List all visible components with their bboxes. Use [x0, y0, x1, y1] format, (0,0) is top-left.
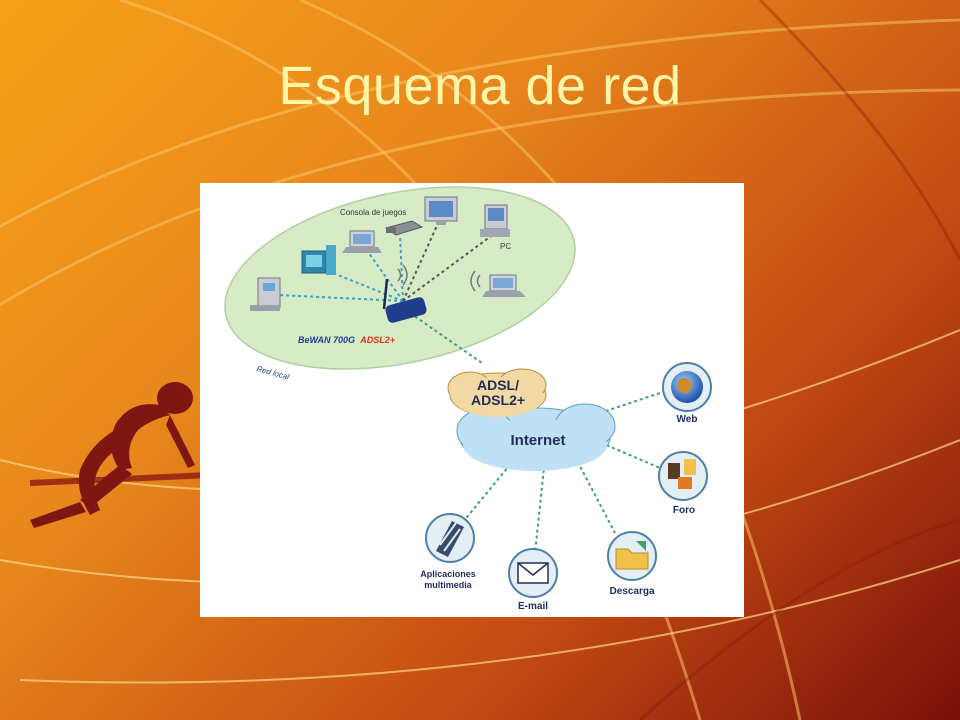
- sprinter-silhouette-icon: [30, 382, 210, 528]
- email-envelope-icon: [508, 548, 558, 598]
- multimedia-label-line1: Aplicaciones: [420, 569, 476, 579]
- pc-tower-icon: [480, 204, 510, 237]
- laptop-icon: [342, 230, 382, 253]
- desktop-computer-icon: [301, 245, 336, 275]
- forum-icon: [658, 451, 708, 501]
- email-label: E-mail: [518, 601, 548, 612]
- adsl-label-line1: ADSL/: [477, 377, 519, 393]
- lan-label: Red local: [255, 364, 290, 381]
- slide-title: Esquema de red: [278, 56, 682, 116]
- multimedia-label-line2: multimedia: [424, 580, 473, 590]
- adsl-label-line2: ADSL2+: [471, 392, 525, 408]
- web-label: Web: [677, 414, 698, 425]
- multimedia-film-icon: [425, 513, 475, 563]
- monitor-icon: [424, 196, 458, 225]
- internet-label: Internet: [510, 432, 565, 449]
- forum-label: Foro: [673, 505, 695, 516]
- console-label: Consola de juegos: [340, 208, 406, 217]
- router-icon: [382, 264, 481, 323]
- wireless-laptop-icon: [482, 274, 526, 297]
- router-model-label: BeWAN 700G ADSL2+: [298, 335, 396, 345]
- internet-cloud: [450, 377, 616, 471]
- network-diagram: Consola de juegos PC BeWAN 700G ADSL2+ R…: [200, 183, 744, 617]
- web-globe-icon: [662, 362, 712, 412]
- download-label: Descarga: [609, 586, 654, 597]
- game-console-icon: [384, 220, 424, 236]
- pc-label: PC: [500, 242, 511, 251]
- server-icon: [250, 277, 281, 311]
- download-folder-icon: [607, 531, 657, 581]
